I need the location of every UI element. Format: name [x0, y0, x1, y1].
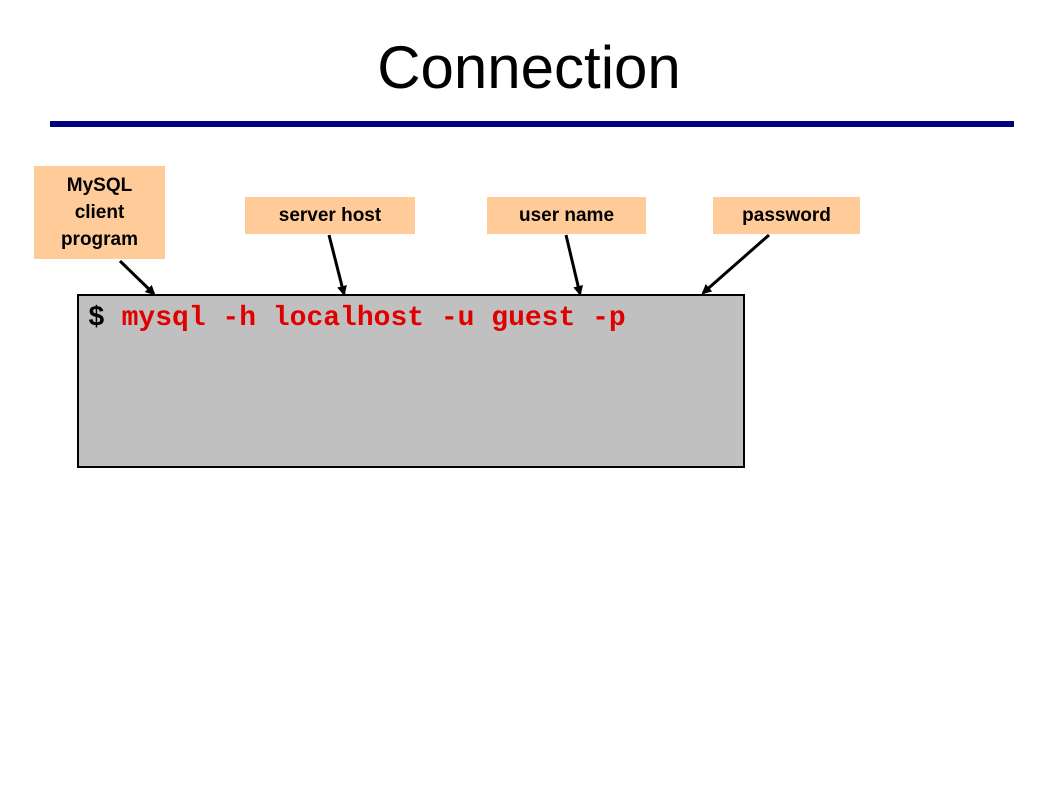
- callout-password: password: [713, 197, 860, 234]
- shell-prompt: $: [88, 303, 122, 334]
- callout-mysql-line-3: program: [60, 229, 139, 250]
- title-divider: [50, 121, 1014, 127]
- arrow-user-name: [564, 234, 584, 296]
- callout-user-name: user name: [487, 197, 646, 234]
- mysql-command: mysql -h localhost -u guest -p: [121, 303, 626, 334]
- title-divider-bar: [50, 121, 1014, 127]
- callout-server-host: server host: [245, 197, 415, 234]
- arrow-server-host: [327, 234, 347, 296]
- slide-title: Connection: [377, 34, 681, 101]
- callout-mysql-client-program: MySQL client program: [34, 166, 165, 259]
- arrow-password: [701, 233, 770, 295]
- callout-mysql-line-2: client: [74, 202, 125, 223]
- terminal-window: $ mysql -h localhost -u guest -p: [77, 294, 745, 468]
- command-line: $ mysql -h localhost -u guest -p: [88, 301, 626, 337]
- callout-mysql-line-1: MySQL: [66, 175, 133, 196]
- arrow-client-program: [118, 259, 156, 296]
